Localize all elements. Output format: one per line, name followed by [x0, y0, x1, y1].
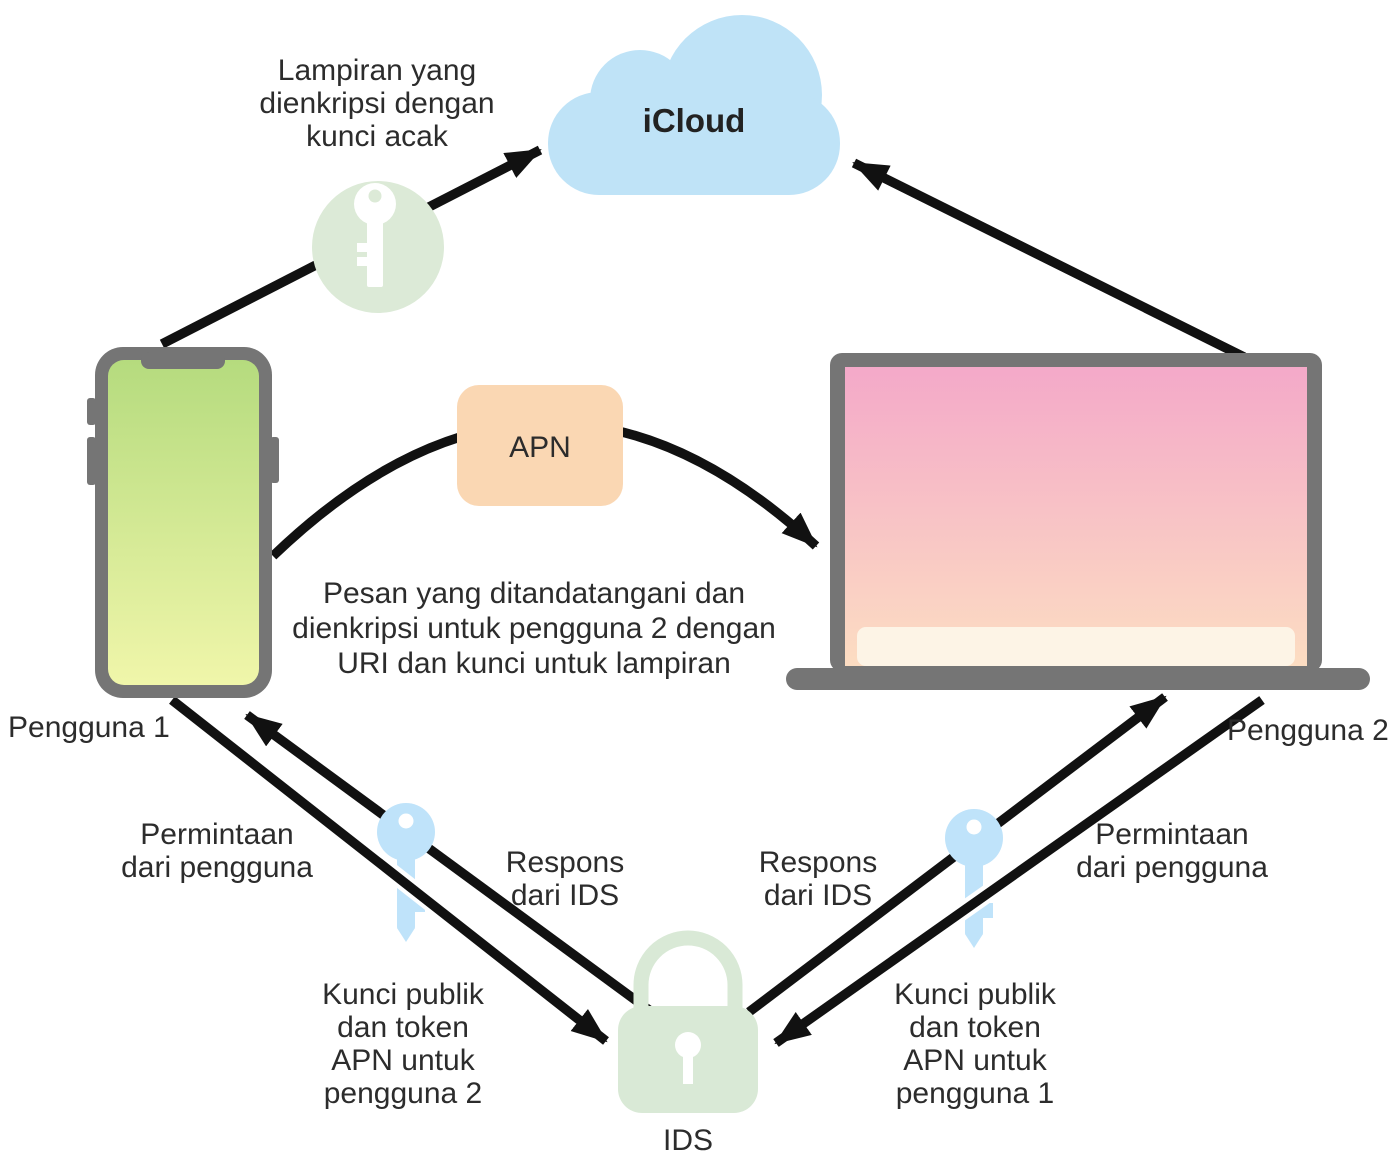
icloud-cloud-icon: [548, 15, 840, 195]
user1-label: Pengguna 1: [8, 711, 170, 744]
left-key-note: Kunci publik dan token APN untuk penggun…: [322, 978, 484, 1110]
left-response-label: Respons dari IDS: [505, 846, 625, 912]
left-request-label: Permintaan dari pengguna: [121, 818, 313, 884]
signed-message-note: Pesan yang ditandatangani dan dienkripsi…: [292, 577, 776, 680]
attachment-encryption-note: Lampiran yang dienkripsi dengan kunci ac…: [259, 54, 495, 153]
ids-label: IDS: [662, 1124, 714, 1157]
icloud-label: iCloud: [642, 102, 746, 139]
arrow-user1-request-to-ids: [169, 696, 609, 1045]
right-key-note: Kunci publik dan token APN untuk penggun…: [894, 978, 1056, 1110]
right-response-label: Respons dari IDS: [758, 846, 878, 912]
random-key-icon: [312, 181, 444, 313]
arrow-user2-request-to-ids: [773, 696, 1265, 1047]
right-request-label: Permintaan dari pengguna: [1076, 818, 1268, 884]
phone-device: [87, 347, 279, 698]
user2-label: Pengguna 2: [1227, 714, 1389, 747]
apn-label: APN: [509, 431, 571, 464]
arrow-ids-response-to-user1: [244, 711, 652, 1014]
ids-lock-icon: [618, 930, 758, 1113]
laptop-device: [786, 353, 1370, 690]
apn-box: [457, 385, 623, 506]
arrow-user2-to-icloud: [851, 158, 1247, 362]
